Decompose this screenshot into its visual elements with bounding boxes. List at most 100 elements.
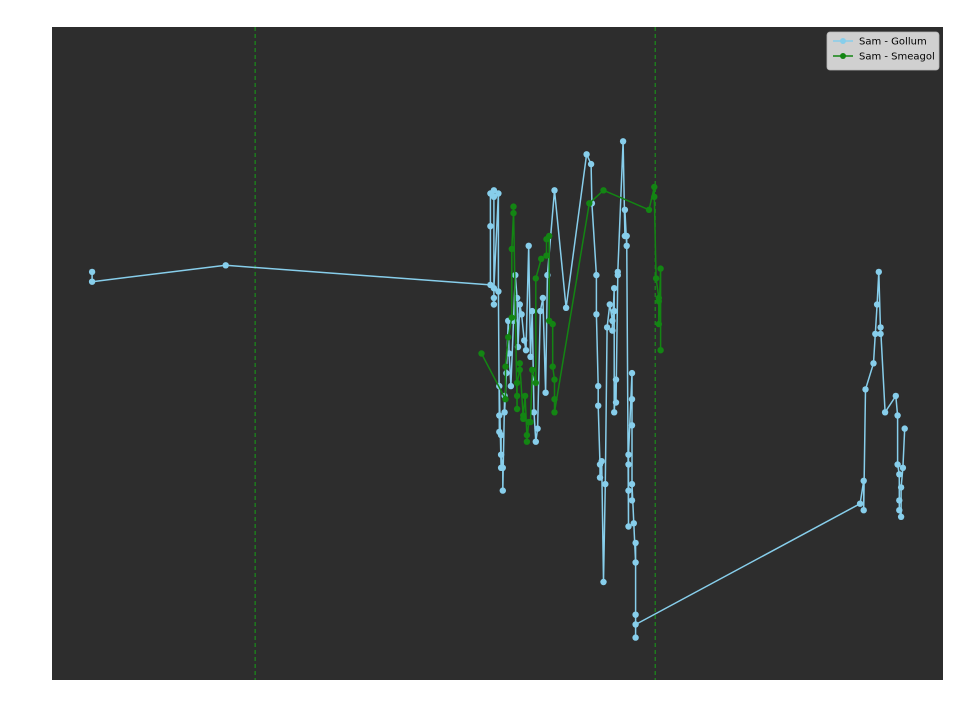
series-0-point-37 — [529, 307, 536, 315]
series-1-point-22 — [532, 275, 539, 282]
series-0-point-108 — [897, 484, 905, 491]
series-1-point-23 — [538, 255, 545, 262]
series-0-point-60 — [606, 301, 613, 308]
series-0-point-92 — [860, 507, 867, 514]
series-0-point-63 — [611, 285, 618, 292]
series-1-point-41 — [655, 320, 662, 328]
series-0-point-76 — [625, 461, 632, 468]
series-0-point-58 — [602, 480, 609, 488]
series-0-point-106 — [896, 507, 903, 514]
series-0-point-33 — [521, 337, 528, 344]
series-0-point-86 — [632, 539, 639, 547]
series-1-point-11 — [516, 366, 523, 373]
series-0-point-66 — [612, 376, 620, 383]
series-0-point-99 — [877, 324, 884, 331]
series-1-point-36 — [651, 183, 658, 191]
series-0-point-38 — [530, 409, 538, 416]
series-0-point-100 — [881, 409, 889, 416]
series-0-point-88 — [632, 611, 639, 618]
series-line-1 — [480, 186, 662, 443]
plot-area — [52, 27, 943, 680]
series-1 — [478, 183, 664, 445]
series-0-point-13 — [496, 412, 503, 419]
series-0-point-97 — [875, 268, 882, 276]
series-0-point-56 — [598, 458, 605, 465]
series-0-point-20 — [499, 487, 506, 494]
series-0-point-53 — [595, 402, 602, 409]
series-layer — [88, 138, 908, 641]
legend-swatch-marker — [840, 53, 846, 59]
series-0-point-70 — [619, 138, 627, 145]
series-0-point-94 — [870, 360, 877, 367]
series-1-point-9 — [513, 392, 521, 400]
series-1-point-5 — [508, 245, 515, 253]
series-0-point-104 — [896, 471, 903, 478]
series-0-point-9 — [490, 301, 498, 308]
series-0-point-105 — [896, 497, 903, 504]
series-1-point-19 — [527, 418, 534, 426]
series-0-point-78 — [625, 451, 632, 458]
series-0-point-46 — [562, 304, 570, 311]
series-1-point-42 — [657, 265, 664, 272]
series-0-point-87 — [632, 634, 639, 641]
series-0-point-91 — [860, 477, 867, 484]
series-1-point-6 — [510, 209, 517, 217]
series-0-point-75 — [625, 523, 632, 530]
series-1-point-20 — [529, 366, 536, 373]
series-0-point-42 — [539, 294, 547, 302]
series-0-point-57 — [600, 578, 607, 586]
series-0-point-85 — [632, 559, 639, 566]
series-0-point-35 — [525, 242, 532, 249]
series-1-point-24 — [543, 252, 550, 259]
series-1-point-12 — [516, 360, 523, 367]
series-0-point-81 — [628, 497, 636, 504]
series-1-point-15 — [521, 392, 529, 400]
series-0-point-90 — [856, 500, 864, 507]
series-1-point-37 — [651, 193, 658, 200]
series-0-point-73 — [623, 242, 630, 249]
series-1-point-0 — [478, 350, 485, 357]
series-1-point-17 — [523, 438, 531, 445]
series-0-point-80 — [628, 396, 636, 403]
series-0-point-72 — [621, 206, 629, 213]
series-0-point-32 — [518, 311, 525, 318]
series-1-point-3 — [505, 334, 512, 341]
series-0-point-7 — [490, 193, 498, 200]
series-0-point-23 — [503, 369, 510, 377]
series-0-point-103 — [894, 461, 901, 468]
series-0-point-6 — [490, 187, 498, 194]
series-0-point-102 — [894, 412, 901, 419]
series-0-point-55 — [596, 474, 604, 481]
series-0-point-89 — [632, 621, 639, 628]
series-0-point-18 — [497, 451, 505, 458]
series-1-point-8 — [513, 405, 521, 413]
series-0-point-52 — [595, 382, 602, 390]
series-1-point-14 — [520, 412, 527, 419]
series-0-point-101 — [892, 392, 899, 400]
series-0 — [88, 138, 908, 641]
series-0-point-41 — [537, 307, 544, 315]
series-0-point-65 — [611, 409, 618, 416]
series-0-point-51 — [593, 311, 600, 318]
series-0-point-34 — [522, 347, 530, 354]
series-1-point-29 — [549, 363, 556, 370]
series-1-point-26 — [546, 232, 553, 240]
series-0-point-47 — [583, 151, 590, 158]
series-1-point-40 — [655, 298, 662, 305]
series-0-point-40 — [534, 425, 541, 432]
series-0-point-10 — [490, 285, 498, 292]
series-1-point-16 — [523, 431, 531, 439]
series-1-point-7 — [510, 203, 517, 210]
series-0-point-79 — [628, 369, 636, 377]
legend-label: Sam - Smeagol — [859, 52, 935, 63]
series-1-point-30 — [551, 376, 558, 383]
series-0-point-109 — [899, 464, 907, 471]
series-0-point-1 — [88, 278, 96, 285]
series-0-point-93 — [862, 386, 869, 393]
series-0-point-31 — [516, 301, 523, 308]
series-0-point-4 — [487, 223, 494, 230]
series-0-point-64 — [611, 307, 618, 315]
series-0-point-82 — [628, 422, 636, 429]
